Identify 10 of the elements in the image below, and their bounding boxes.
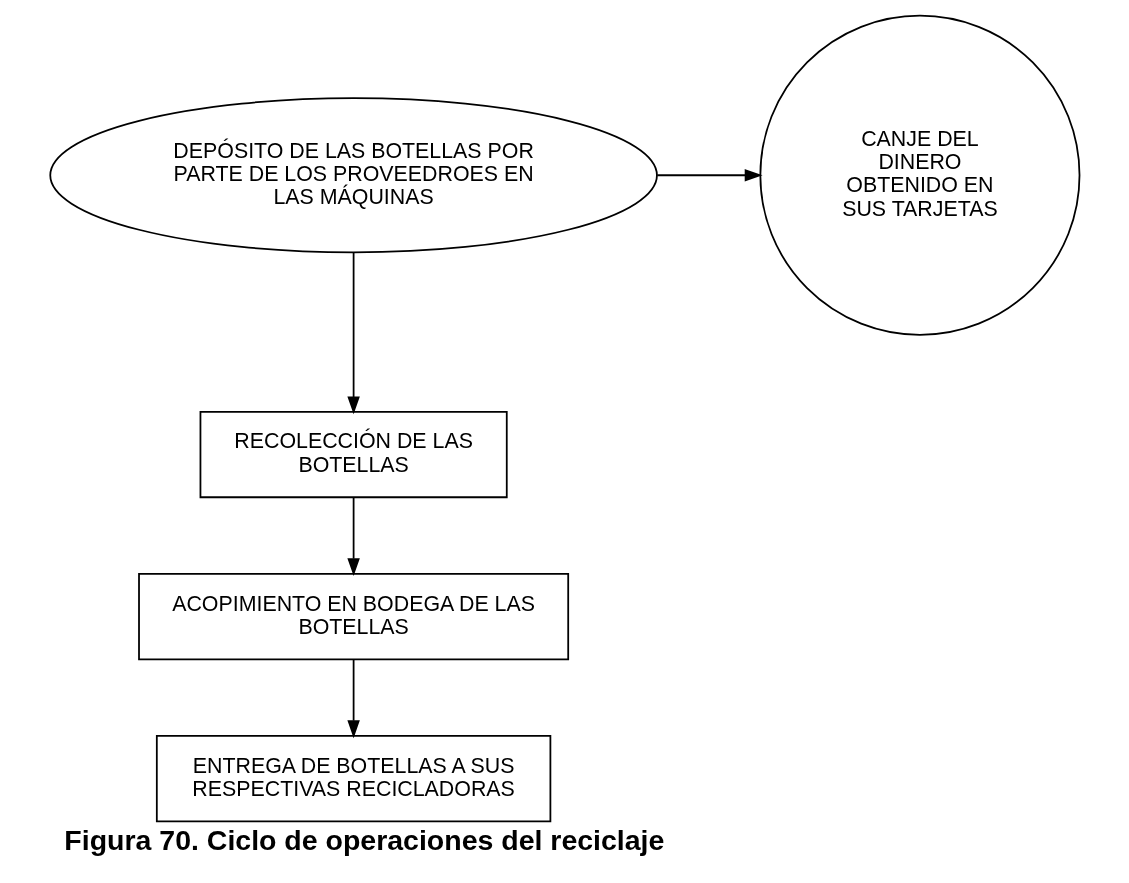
node-box: ACOPIMIENTO EN BODEGA DE LAS BOTELLAS [137,572,569,661]
caption: Figura 70. Ciclo de operaciones del reciclaje [63,823,664,856]
node-ellipse: DEPÓSITO DE LAS BOTELLAS POR PARTE DE LOS PROVEEDROES EN LAS MÁQUINAS [48,97,658,254]
arrow [346,659,360,739]
node-box: ENTREGA DE BOTELLAS A SUS RESPECTIVAS RECICLADORAS [155,735,551,823]
node-circle: CANJE DEL DINERO OBTENIDO EN SUS TARJETAS [758,14,1080,336]
arrow [346,251,360,415]
node-box: RECOLECCIÓN DE LAS BOTELLAS [199,410,508,499]
arrow [655,169,763,182]
arrow [346,497,360,577]
